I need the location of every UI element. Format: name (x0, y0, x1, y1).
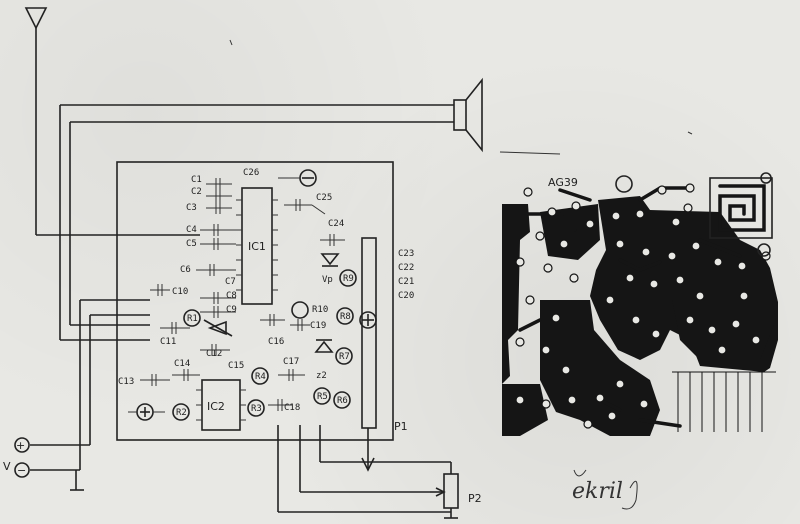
pcb-layout: AG39 (502, 172, 778, 436)
lead-wires (30, 299, 150, 491)
ic2-chip: IC2 (196, 379, 246, 431)
svg-text:C8: C8 (226, 291, 237, 301)
paper-marks (229, 39, 693, 155)
board-outline (116, 161, 394, 441)
ic1-chip: IC1 (236, 187, 278, 305)
svg-text:C19: C19 (310, 321, 326, 331)
svg-text:C18: C18 (284, 403, 300, 413)
right-capacitor-labels: C23 C22 C21 C20 (398, 249, 414, 301)
svg-text:C3: C3 (186, 203, 197, 213)
svg-text:C21: C21 (398, 277, 414, 287)
svg-text:C23: C23 (398, 249, 414, 259)
top-capacitors: C26 C25 C24 (243, 168, 345, 246)
svg-text:C26: C26 (243, 168, 259, 178)
p2-label: P2 (468, 492, 482, 505)
svg-text:R2: R2 (176, 408, 187, 418)
svg-text:C25: C25 (316, 193, 332, 203)
svg-text:z2: z2 (316, 371, 327, 381)
ic2-label: IC2 (207, 400, 225, 413)
diode-symbols: Vp z2 (203, 253, 340, 381)
resistor-symbols: R1 R2 R3 R4 R5 R6 R7 R8 R9 R10 (172, 269, 357, 421)
p1-label: P1 (394, 420, 408, 433)
svg-text:C9: C9 (226, 305, 237, 315)
svg-text:C7: C7 (225, 277, 236, 287)
pcb-label: AG39 (548, 176, 578, 189)
svg-text:R7: R7 (339, 352, 350, 362)
svg-text:C24: C24 (328, 219, 344, 229)
svg-text:C20: C20 (398, 291, 414, 301)
handwritten-signature: ekril (572, 469, 638, 510)
svg-text:C6: C6 (180, 265, 191, 275)
speaker-symbol (59, 77, 483, 340)
svg-text:C13: C13 (118, 377, 134, 387)
svg-text:R6: R6 (337, 396, 348, 406)
svg-text:R1: R1 (187, 314, 198, 324)
svg-text:C1: C1 (191, 175, 202, 185)
board-terminals (128, 403, 165, 421)
svg-text:C5: C5 (186, 239, 197, 249)
svg-text:ekril: ekril (572, 479, 623, 504)
svg-text:C4: C4 (186, 225, 197, 235)
ic1-label: IC1 (248, 240, 266, 253)
capacitor-labels: C1 C2 C3 C4 C5 C6 C7 C8 C9 C10 C11 C12 C… (118, 175, 326, 413)
svg-text:C16: C16 (268, 337, 284, 347)
svg-text:Vp: Vp (322, 275, 333, 285)
svg-text:R9: R9 (343, 274, 354, 284)
antenna-symbol (24, 7, 200, 236)
svg-text:R8: R8 (340, 312, 351, 322)
svg-text:R10: R10 (312, 305, 328, 315)
svg-text:C12: C12 (206, 349, 222, 359)
supply-voltage-label: V (3, 460, 11, 473)
svg-text:+: + (16, 439, 25, 452)
svg-text:R5: R5 (317, 392, 328, 402)
svg-text:C10: C10 (172, 287, 188, 297)
svg-text:C2: C2 (191, 187, 202, 197)
supply-plus-terminal: + (14, 437, 30, 453)
supply-minus-terminal: − (14, 462, 30, 478)
potentiometer-p2: P2 (277, 425, 482, 519)
svg-text:C14: C14 (174, 359, 190, 369)
svg-text:R4: R4 (255, 372, 266, 382)
svg-text:R3: R3 (251, 404, 262, 414)
svg-text:C15: C15 (228, 361, 244, 371)
svg-text:−: − (17, 464, 26, 477)
capacitor-stack (140, 178, 310, 411)
svg-text:C17: C17 (283, 357, 299, 367)
svg-text:C22: C22 (398, 263, 414, 273)
svg-text:C11: C11 (160, 337, 176, 347)
